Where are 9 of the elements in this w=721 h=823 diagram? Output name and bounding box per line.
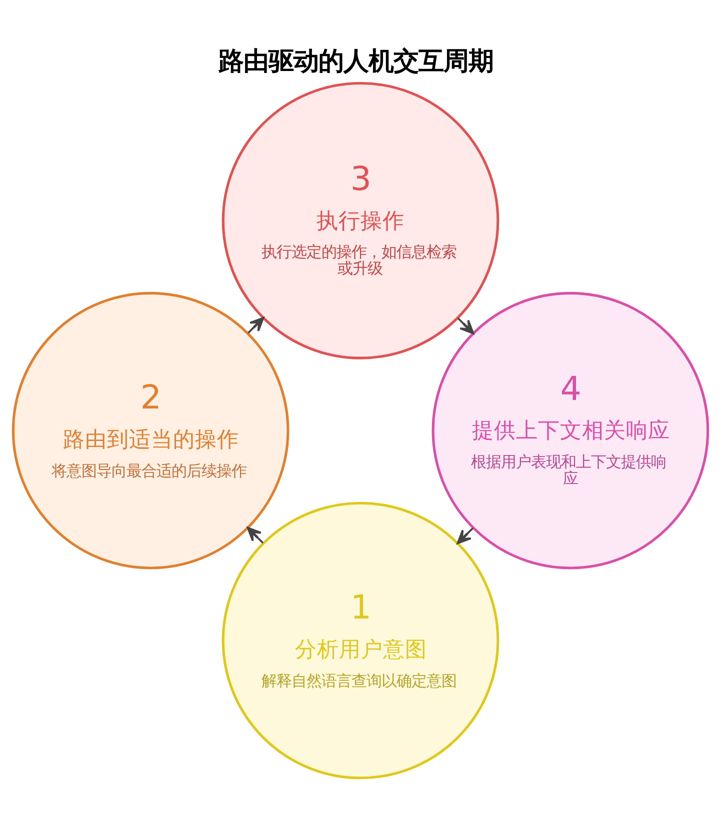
- node-circle: 2 路由到适当的操作 将意图导向最合适的后续操作: [12, 292, 290, 570]
- arrow: [246, 526, 264, 544]
- node-circle: 1 分析用户意图 解释自然语言查询以确定意图: [222, 502, 500, 780]
- arrow: [457, 318, 474, 334]
- diagram-title: 路由驱动的人机交互周期: [218, 45, 494, 76]
- node-circle: 3 执行操作 执行选定的操作，如信息检索或升级: [222, 82, 500, 360]
- arrow: [247, 316, 264, 334]
- arrow: [456, 528, 474, 544]
- node-circle: 4 提供上下文相关响应 根据用户表现和上下文提供响应: [432, 292, 710, 570]
